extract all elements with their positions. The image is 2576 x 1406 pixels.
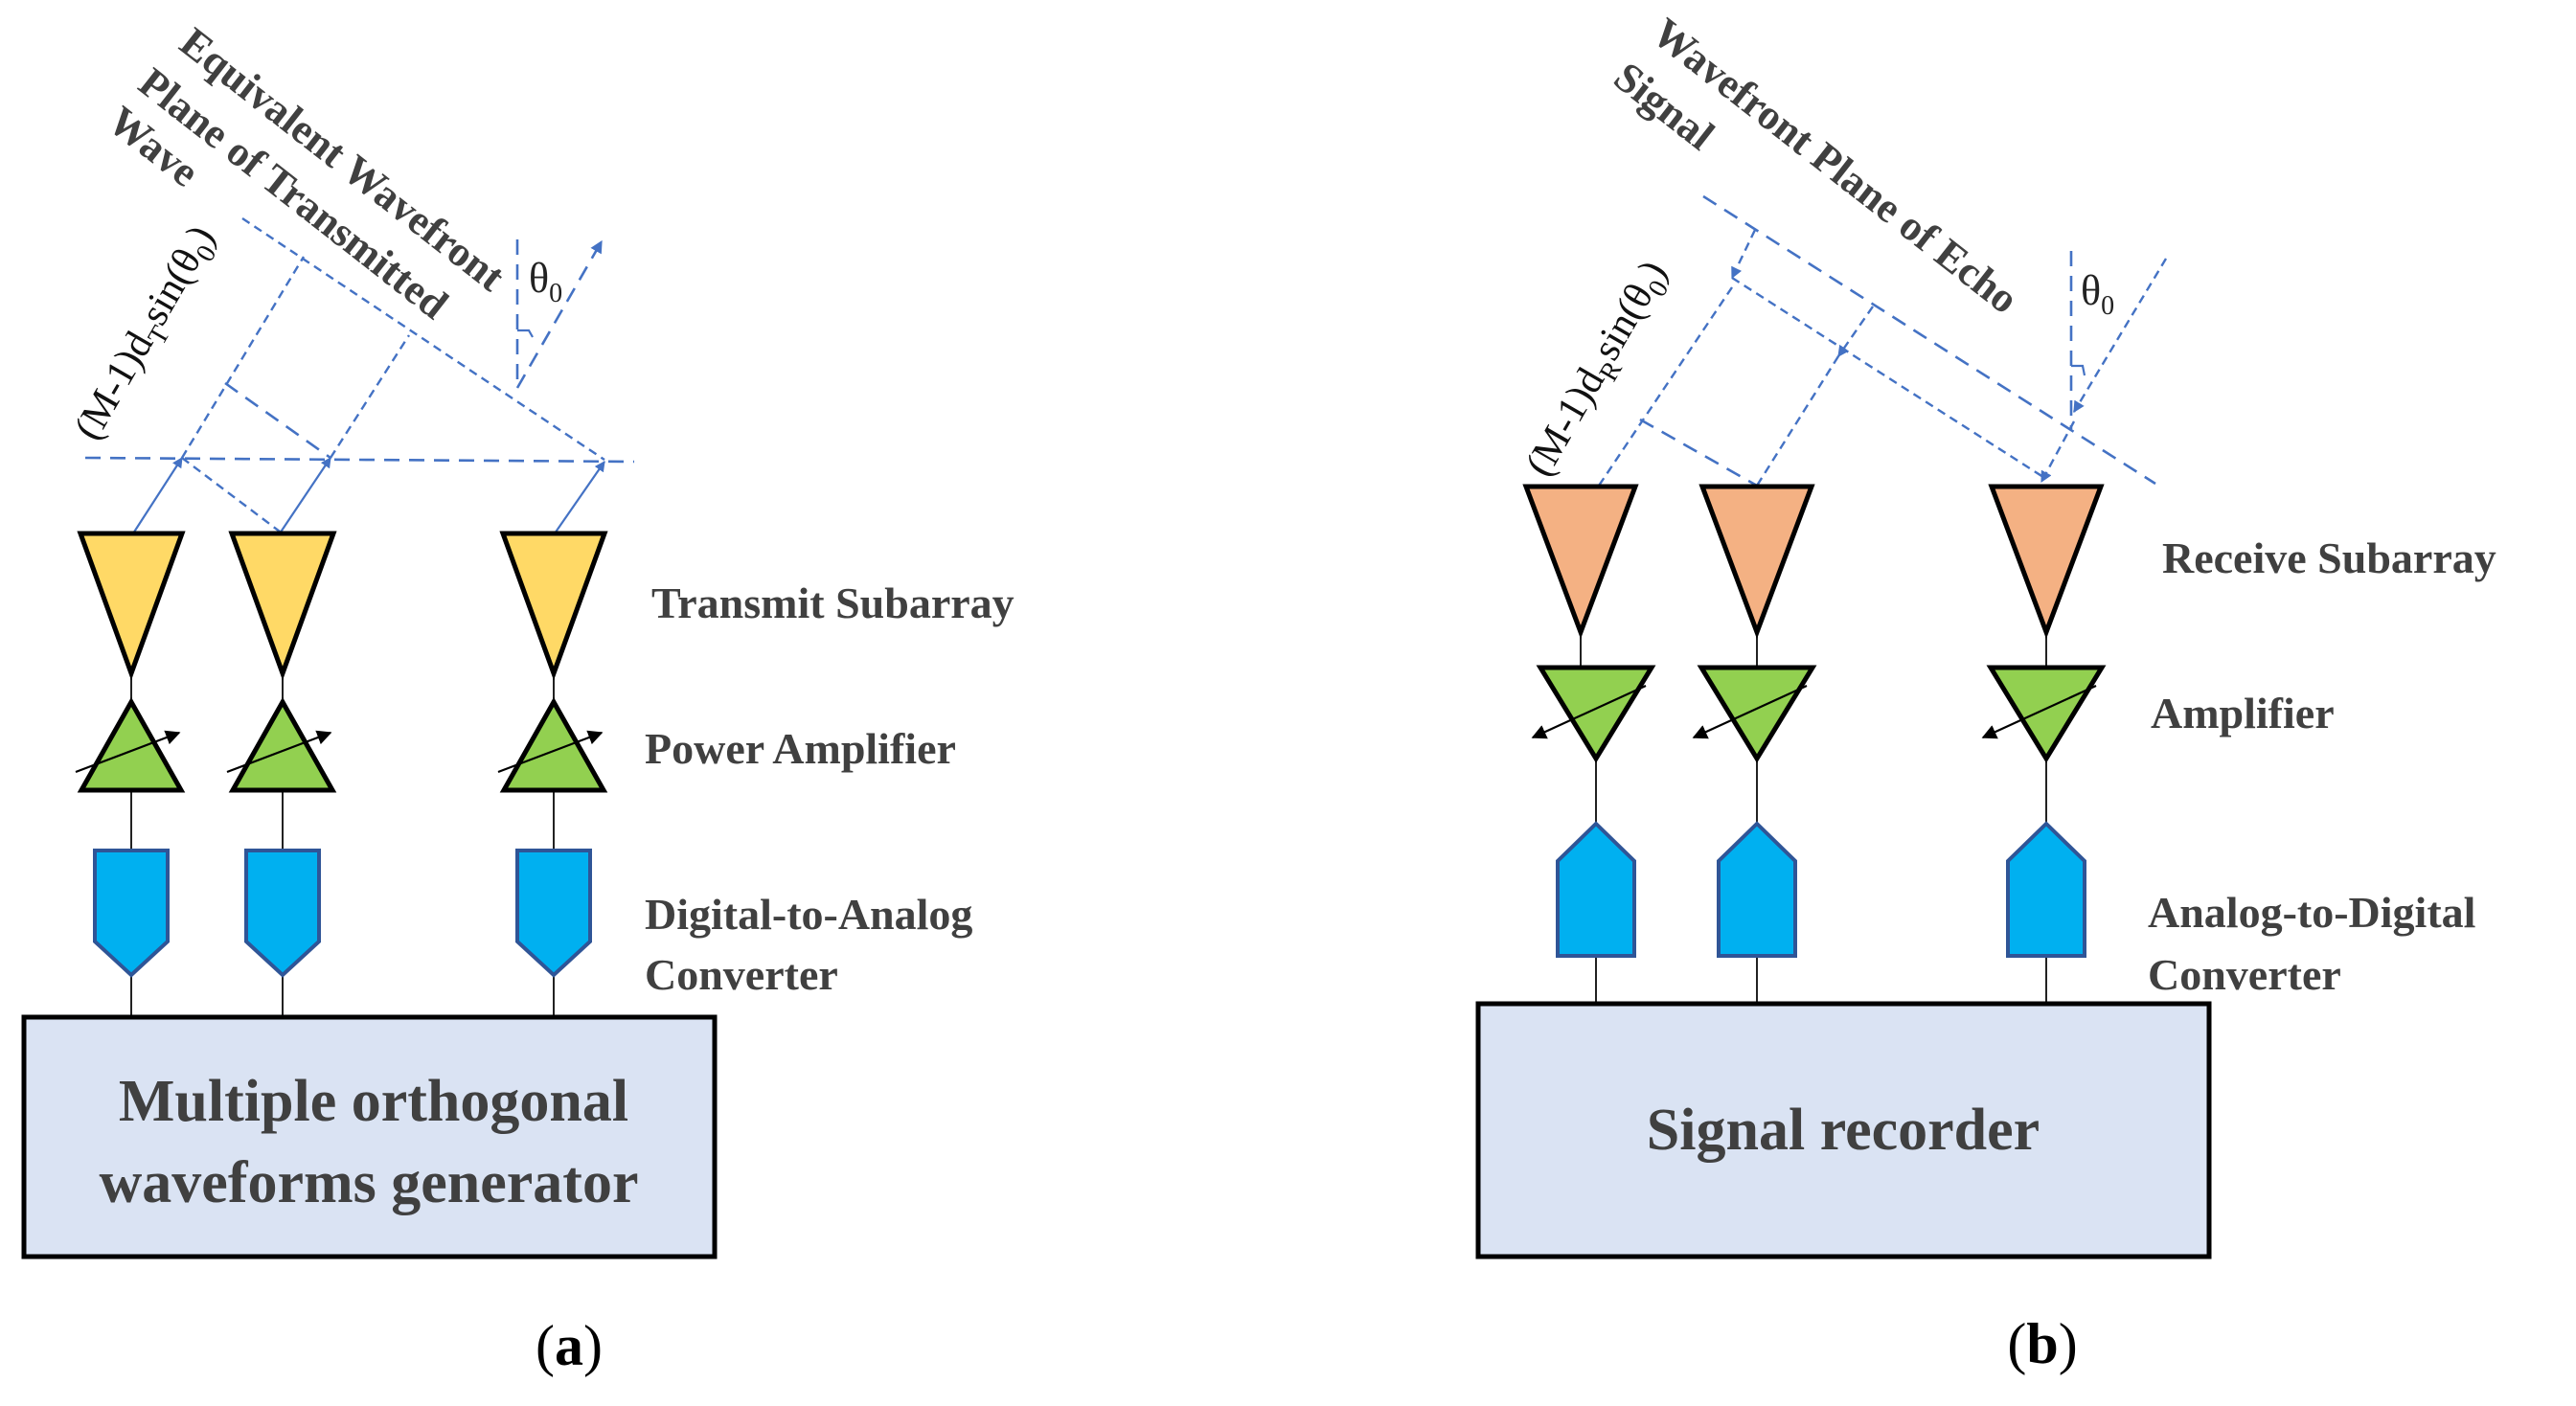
- amplifier-icon: [1986, 665, 2107, 763]
- svg-text:(M-1)dTsin(θ0): (M-1)dTsin(θ0): [66, 218, 230, 451]
- amplifier-icon: [1536, 665, 1656, 763]
- transmit-chains: [75, 531, 608, 1017]
- echo-wavefront-geometry: θ0: [1596, 194, 2168, 489]
- power-amplifier-icon: [228, 696, 337, 793]
- variable-gain-arrow-icon: [1981, 684, 2097, 739]
- echo-ray-1: [1596, 286, 1733, 489]
- variable-gain-arrow-icon: [75, 730, 181, 774]
- echo-wavefront-line: [1702, 194, 2156, 486]
- adc-icon: [1556, 821, 1636, 958]
- echo-ray-stub-2: [1837, 306, 1874, 357]
- transmit-antenna-icon: [228, 531, 337, 681]
- panel-b: Wavefront Plane of Echo Signal (M-1)dRsi…: [1475, 9, 2496, 1375]
- echo-ray-2: [1755, 355, 1840, 487]
- svg-text:(M-1)dRsin(θ0): (M-1)dRsin(θ0): [1517, 254, 1681, 488]
- adc-label-line-1: Analog-to-Digital: [2148, 888, 2475, 937]
- transmit-subarray-label: Transmit Subarray: [651, 578, 1014, 627]
- receive-chain-3: [1981, 484, 2107, 1004]
- array-baseline: [84, 456, 635, 464]
- receive-chain-1: [1522, 484, 1656, 1004]
- pd-prefix: (M-1)d: [66, 325, 162, 447]
- path-difference-label-a: (M-1)dTsin(θ0): [66, 218, 230, 451]
- waveform-generator-block: [21, 1014, 718, 1259]
- receive-antenna-icon: [1522, 484, 1639, 640]
- echo-wavefront-line-lower: [1731, 276, 2047, 481]
- echo-ray-3: [2040, 420, 2076, 484]
- receive-subarray-label: Receive Subarray: [2162, 533, 2496, 582]
- equivalent-wavefront-line: [241, 217, 605, 461]
- path-diff-line-2: [329, 334, 411, 459]
- echo-label-line-1: Wavefront Plane of Echo: [1644, 9, 2027, 323]
- transmit-wavefront-geometry: θ0: [84, 217, 635, 534]
- transmit-antenna-icon: [499, 531, 608, 681]
- steering-direction-arrow: [515, 239, 604, 389]
- path-diff-line-1: [180, 256, 306, 459]
- transmit-ray-3: [554, 461, 605, 534]
- dac-icon: [93, 849, 170, 978]
- panel-caption-a: (a): [536, 1314, 603, 1377]
- adc-icon: [2006, 821, 2086, 958]
- echo-wavefront-label: Wavefront Plane of Echo: [1644, 9, 2027, 323]
- generator-label-line-1: Multiple orthogonal: [119, 1069, 628, 1134]
- signal-recorder-label: Signal recorder: [1647, 1098, 2040, 1163]
- power-amplifier-icon: [77, 696, 186, 793]
- transmit-chain-3: [497, 531, 608, 1017]
- transmit-antenna-icon: [77, 531, 186, 681]
- power-amplifier-label: Power Amplifier: [645, 724, 956, 773]
- pd-prefix-b: (M-1)d: [1517, 361, 1613, 484]
- amplifier-label: Amplifier: [2151, 689, 2335, 737]
- adc-icon: [1717, 821, 1797, 958]
- steering-angle-label-a: θ0: [529, 255, 562, 308]
- power-amplifier-icon: [499, 696, 608, 793]
- transmit-chain-1: [75, 531, 186, 1017]
- angle-tick: [517, 329, 534, 338]
- panel-caption-b: (b): [2007, 1312, 2077, 1375]
- receive-chain-2: [1692, 484, 1817, 1004]
- perpendicular-marker: [224, 381, 331, 460]
- path-difference-label-b: (M-1)dRsin(θ0): [1517, 254, 1681, 488]
- steering-angle-label-b: θ0: [2081, 267, 2114, 321]
- variable-gain-arrow-icon: [1692, 684, 1808, 739]
- adc-label-line-2: Converter: [2148, 950, 2341, 999]
- dac-icon: [515, 849, 592, 978]
- variable-gain-arrow-icon: [497, 730, 604, 774]
- echo-incidence-arrow: [2072, 258, 2168, 414]
- transmit-chain-2: [226, 531, 337, 1017]
- panel-a: Equivalent Wavefront Plane of Transmitte…: [21, 18, 1014, 1377]
- generator-label-line-2: waveforms generator: [100, 1150, 639, 1215]
- transmit-ray-1: [132, 457, 183, 534]
- echo-ray-stub-1: [1730, 229, 1757, 280]
- amplifier-icon: [1697, 665, 1817, 763]
- variable-gain-arrow-icon: [1531, 684, 1647, 739]
- receive-chains: [1522, 484, 2107, 1004]
- angle-tick-b: [2071, 364, 2086, 376]
- receive-antenna-icon: [1698, 484, 1815, 640]
- dac-icon: [244, 849, 321, 978]
- signal-recorder-block: [1475, 1001, 2212, 1259]
- transmit-ray-2: [279, 457, 331, 534]
- dac-label-line-1: Digital-to-Analog: [645, 890, 972, 939]
- variable-gain-arrow-icon: [226, 730, 332, 774]
- receive-antenna-icon: [1988, 484, 2105, 640]
- perpendicular-marker-b: [1639, 418, 1758, 488]
- dac-label-line-2: Converter: [645, 950, 838, 999]
- element-spacing-line: [181, 457, 281, 533]
